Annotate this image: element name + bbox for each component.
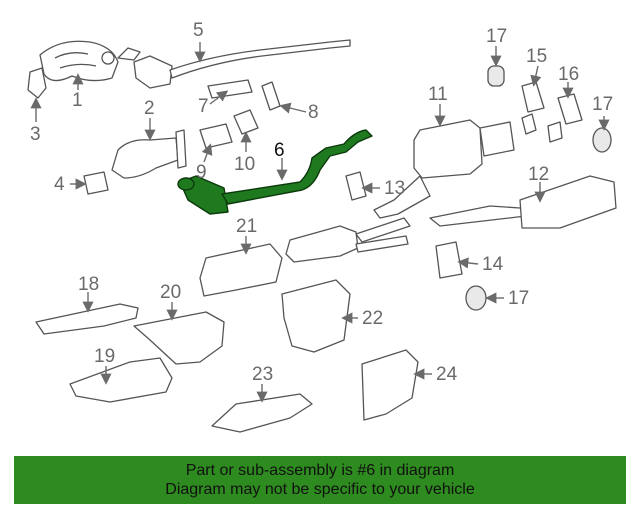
part-18-heat-shield[interactable] <box>35 303 139 335</box>
part-14-bracket[interactable] <box>435 241 463 279</box>
callout-17-right: 17 <box>592 94 613 115</box>
callout-9: 9 <box>196 162 207 183</box>
part-24-heat-shield[interactable] <box>361 349 419 421</box>
part-19-heat-shield[interactable] <box>69 357 173 403</box>
part-4-flange-gasket[interactable] <box>83 171 109 195</box>
callout-16: 16 <box>558 64 579 85</box>
part-5-front-pipe[interactable] <box>117 39 351 89</box>
banner-line-2: Diagram may not be specific to your vehi… <box>165 481 475 498</box>
part-23-heat-shield[interactable] <box>211 393 313 433</box>
part-10-bracket[interactable] <box>233 109 259 135</box>
callout-7: 7 <box>198 96 209 117</box>
callout-20: 20 <box>160 282 181 303</box>
part-22-heat-shield[interactable] <box>281 279 351 353</box>
callout-17-bottom: 17 <box>508 288 529 309</box>
callout-18: 18 <box>78 274 99 295</box>
part-13-hanger[interactable] <box>345 171 367 201</box>
callout-22: 22 <box>362 308 383 329</box>
part-6-intermediate-pipe-highlighted[interactable] <box>177 129 373 215</box>
part-1-turbo-manifold[interactable] <box>39 40 119 82</box>
callout-1: 1 <box>72 90 83 111</box>
part-9-bracket[interactable] <box>199 123 233 149</box>
callout-23: 23 <box>252 364 273 385</box>
callout-19: 19 <box>94 346 115 367</box>
banner-line-1: Part or sub-assembly is #6 in diagram <box>185 462 455 479</box>
info-banner: Part or sub-assembly is #6 in diagram Di… <box>14 456 626 504</box>
part-20-heat-shield[interactable] <box>133 311 225 365</box>
part-17-hanger-a[interactable] <box>487 65 505 87</box>
part-8-bracket[interactable] <box>261 81 281 111</box>
callout-13: 13 <box>384 178 405 199</box>
callout-8: 8 <box>308 102 319 123</box>
callout-24: 24 <box>436 364 458 385</box>
callout-14: 14 <box>482 254 504 275</box>
center-resonator-pipe[interactable] <box>285 217 411 263</box>
part-17-hanger-b[interactable] <box>592 127 612 153</box>
callout-12: 12 <box>528 164 549 185</box>
callout-3: 3 <box>30 124 41 145</box>
part-17-hanger-c[interactable] <box>465 285 487 311</box>
part-11-muffler[interactable] <box>373 119 515 219</box>
callout-21: 21 <box>236 216 257 237</box>
part-7-bracket[interactable] <box>207 79 253 99</box>
part-2-downpipe[interactable] <box>111 129 187 179</box>
exhaust-parts-diagram: 5 1 3 2 4 7 8 9 10 6 11 12 13 14 15 16 1… <box>27 20 617 433</box>
part-12-rear-muffler[interactable] <box>429 175 617 229</box>
callout-6-highlighted: 6 <box>274 140 285 161</box>
callout-11: 11 <box>428 84 448 105</box>
callout-10: 10 <box>234 154 255 175</box>
callout-15: 15 <box>526 46 547 67</box>
leader-lines <box>30 42 610 403</box>
part-16-hanger-bracket[interactable] <box>547 93 583 143</box>
callout-17-top: 17 <box>486 26 507 47</box>
callout-5: 5 <box>193 20 204 41</box>
part-15-hanger-bracket[interactable] <box>521 81 545 135</box>
part-21-heat-shield[interactable] <box>199 243 283 297</box>
callout-4: 4 <box>54 174 65 195</box>
callout-2: 2 <box>144 98 155 119</box>
part-3-gasket[interactable] <box>27 67 47 99</box>
